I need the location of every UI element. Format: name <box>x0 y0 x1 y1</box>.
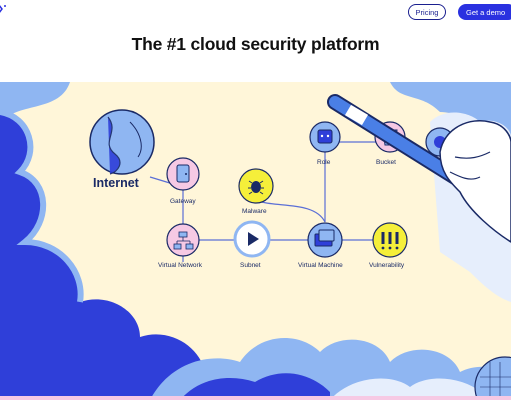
subnet-node[interactable] <box>233 220 271 258</box>
role-node <box>309 121 341 153</box>
get-a-demo-button[interactable]: Get a demo <box>458 4 511 20</box>
bottom-divider <box>0 396 511 400</box>
malware-node <box>238 168 274 204</box>
internet-globe-icon <box>89 109 155 175</box>
hero-illustration: Internet Gateway Virtual Network Subnet <box>0 82 511 400</box>
bucket-label: Bucket <box>376 159 396 166</box>
virtual-machine-label: Virtual Machine <box>298 262 343 269</box>
role-label: Role <box>317 159 331 166</box>
top-navigation-bar: Pricing Get a demo <box>0 0 511 26</box>
vulnerability-node <box>372 222 408 258</box>
gateway-label: Gateway <box>170 198 196 205</box>
logo-icon[interactable] <box>0 3 8 15</box>
vulnerability-label: Vulnerability <box>369 262 405 269</box>
page-title: The #1 cloud security platform <box>131 34 380 54</box>
subnet-label: Subnet <box>240 262 261 269</box>
internet-label: Internet <box>93 176 140 190</box>
virtual-network-label: Virtual Network <box>158 262 203 269</box>
gateway-node <box>166 157 200 191</box>
virtual-network-node <box>166 223 200 257</box>
hand-with-pen-illustration <box>327 94 511 243</box>
malware-label: Malware <box>242 208 267 215</box>
pricing-button[interactable]: Pricing <box>408 4 446 20</box>
virtual-machine-node <box>307 222 343 258</box>
cloud-security-diagram: Internet Gateway Virtual Network Subnet <box>0 82 511 400</box>
